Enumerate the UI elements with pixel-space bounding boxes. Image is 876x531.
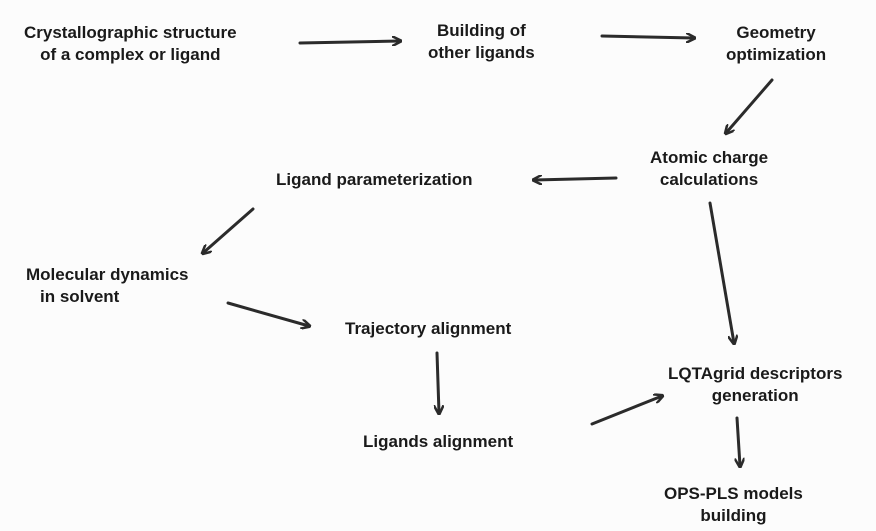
node-ops-line1: OPS-PLS models <box>664 484 803 503</box>
arrow-param-to-md <box>203 207 255 253</box>
arrow-lqta-to-ops <box>737 416 740 466</box>
node-crystallographic-structure-line2: of a complex or ligand <box>40 45 221 64</box>
node-charge-line1: Atomic charge <box>650 148 769 167</box>
node-geometry-line1: Geometry <box>736 23 816 42</box>
arrow-trajectory-to-ligands <box>437 351 439 413</box>
node-charge-line2: calculations <box>659 170 759 189</box>
node-crystallographic-structure: Crystallographic structure of a complex … <box>24 22 237 66</box>
node-molecular-dynamics: Molecular dynamics in solvent <box>26 264 189 308</box>
arrow-building-to-geometry <box>600 36 694 38</box>
arrow-crystal-to-building <box>298 41 400 43</box>
node-md-line2: in solvent <box>40 287 120 306</box>
node-ops-pls-models: OPS-PLS models building <box>664 483 803 527</box>
node-param-line1: Ligand parameterization <box>276 170 473 189</box>
node-building-of-other-ligands: Building of other ligands <box>428 20 535 64</box>
node-ligands-alignment: Ligands alignment <box>363 431 513 453</box>
arrow-geometry-to-charge <box>726 78 774 133</box>
node-crystallographic-structure-line1: Crystallographic structure <box>24 23 237 42</box>
arrow-charge-to-lqta <box>708 201 734 343</box>
node-md-line1: Molecular dynamics <box>26 265 189 284</box>
node-geometry-optimization: Geometry optimization <box>726 22 826 66</box>
node-trajectory-alignment: Trajectory alignment <box>345 318 511 340</box>
arrow-ligands-to-lqta <box>590 396 662 426</box>
node-lqtagrid-descriptors: LQTAgrid descriptors generation <box>668 363 842 407</box>
node-lqta-line1: LQTAgrid descriptors <box>668 364 843 383</box>
node-ligands-line1: Ligands alignment <box>363 432 514 451</box>
node-building-line2: other ligands <box>428 43 535 62</box>
node-ops-line2: building <box>700 506 767 525</box>
node-geometry-line2: optimization <box>726 45 827 64</box>
node-ligand-parameterization: Ligand parameterization <box>276 169 472 191</box>
arrow-md-to-trajectory <box>226 301 309 326</box>
node-lqta-line2: generation <box>711 386 799 405</box>
node-trajectory-line1: Trajectory alignment <box>345 319 512 338</box>
node-building-line1: Building of <box>436 21 526 40</box>
node-atomic-charge-calculations: Atomic charge calculations <box>650 147 768 191</box>
arrow-charge-to-param <box>534 178 618 180</box>
